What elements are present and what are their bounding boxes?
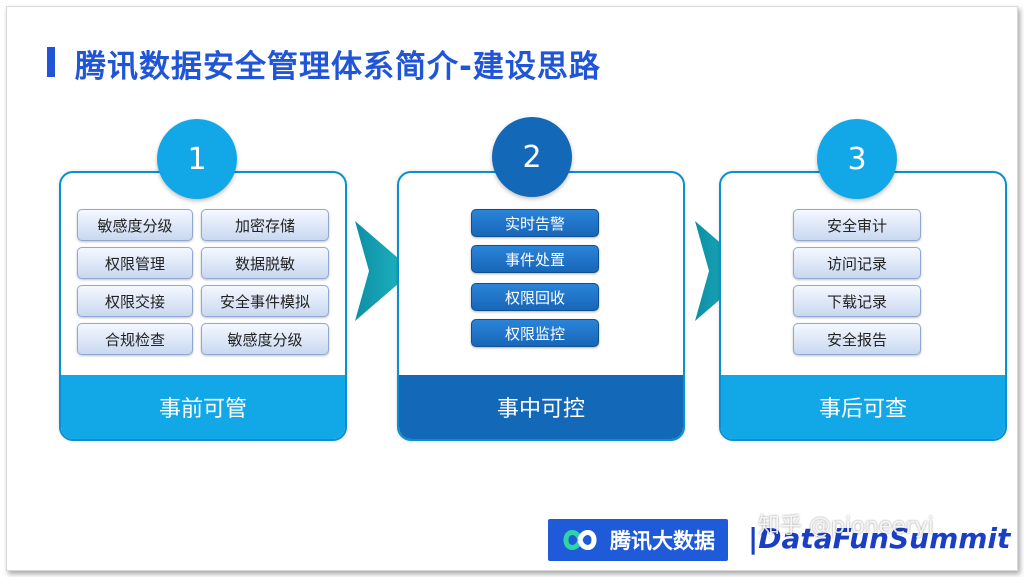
datafun-logo-bar: |: [748, 522, 759, 555]
stage-1-item: 权限交接: [77, 285, 193, 317]
stage-3-item: 安全报告: [793, 323, 921, 355]
stage-2-item: 权限回收: [471, 283, 599, 311]
datafun-logo-text: DataFunSummit: [758, 522, 1011, 555]
stage-1-item: 敏感度分级: [77, 209, 193, 241]
page-title: 腾讯数据安全管理体系简介-建设思路: [75, 49, 601, 85]
stage-panel-3: 安全审计 访问记录 下载记录 安全报告 事后可查: [719, 171, 1007, 441]
watermark: 知乎 @pioneeryi: [758, 514, 934, 539]
stage-2-footer: 事中可控: [399, 375, 683, 439]
datafun-summit-logo: |DataFunSummit: [748, 522, 1010, 555]
stage-1-item: 数据脱敏: [201, 247, 329, 279]
stage-panel-2: 实时告警 事件处置 权限回收 权限监控 事中可控: [397, 171, 685, 441]
stage-1-footer: 事前可管: [61, 375, 345, 439]
infinity-logo-icon: [563, 530, 597, 550]
stage-3-footer: 事后可查: [721, 375, 1005, 439]
chevron-right-icon: [355, 221, 413, 321]
stage-3-item: 下载记录: [793, 285, 921, 317]
tencent-bigdata-logo: 腾讯大数据: [548, 519, 728, 561]
slide: 腾讯数据安全管理体系简介-建设思路 敏感度分级 加密存储 权限管理 数据脱敏 权…: [6, 6, 1018, 571]
stage-1-item: 安全事件模拟: [201, 285, 329, 317]
stage-3-item: 访问记录: [793, 247, 921, 279]
stage-number-2: 2: [492, 117, 572, 197]
stage-1-item: 权限管理: [77, 247, 193, 279]
stage-2-item: 事件处置: [471, 245, 599, 273]
stage-2-item: 权限监控: [471, 319, 599, 347]
stage-1-item: 合规检查: [77, 323, 193, 355]
tencent-bigdata-logo-text: 腾讯大数据: [610, 529, 715, 553]
stage-2-item: 实时告警: [471, 209, 599, 237]
stage-1-item: 敏感度分级: [201, 323, 329, 355]
stage-number-3: 3: [817, 119, 897, 199]
stage-1-item: 加密存储: [201, 209, 329, 241]
title-accent-bar: [47, 47, 55, 77]
stage-3-item: 安全审计: [793, 209, 921, 241]
stage-panel-1: 敏感度分级 加密存储 权限管理 数据脱敏 权限交接 安全事件模拟 合规检查 敏感…: [59, 171, 347, 441]
stage-number-1: 1: [157, 119, 237, 199]
